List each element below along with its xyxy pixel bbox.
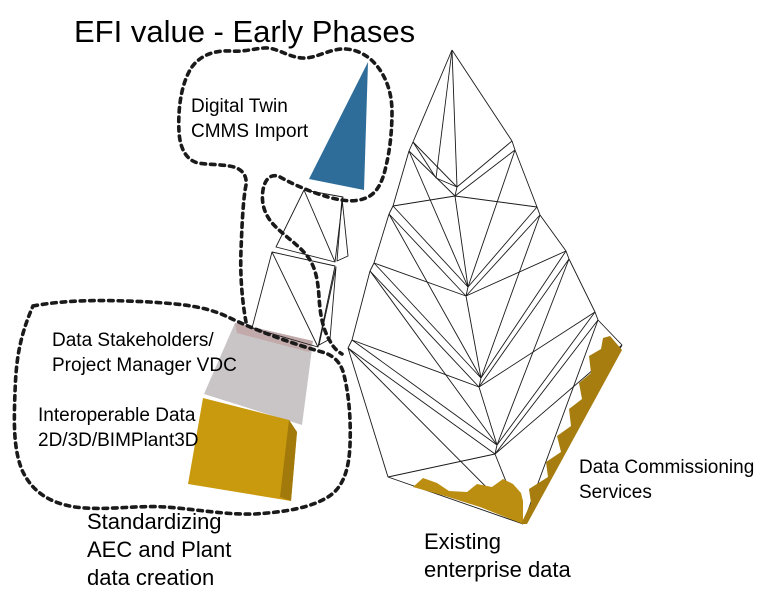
label-existing-enterprise: Existing enterprise data (424, 529, 571, 582)
gold-section (188, 398, 297, 501)
dashed-outline-upper (176, 46, 394, 356)
gold-splash-bottom (413, 478, 523, 524)
dashed-outline-lower (12, 298, 353, 516)
label-data-stakeholders: Data Stakeholders/ Project Manager VDC (52, 330, 237, 376)
efi-pyramid-wireframe (251, 189, 349, 348)
label-interoperable-data: Interoperable Data 2D/3D/BIMPlant3D (38, 405, 199, 451)
label-digital-twin: Digital Twin CMMS Import (191, 96, 309, 142)
label-data-commissioning: Data Commissioning Services (579, 457, 755, 503)
blue-section (309, 62, 368, 190)
label-standardizing: Standardizing AEC and Plant data creatio… (87, 509, 232, 590)
gold-splash-right (521, 336, 622, 524)
gold-section-side (280, 420, 297, 501)
gray-section (204, 323, 313, 425)
page-title: EFI value - Early Phases (74, 14, 416, 49)
enterprise-pyramid-wireframe (347, 49, 623, 525)
